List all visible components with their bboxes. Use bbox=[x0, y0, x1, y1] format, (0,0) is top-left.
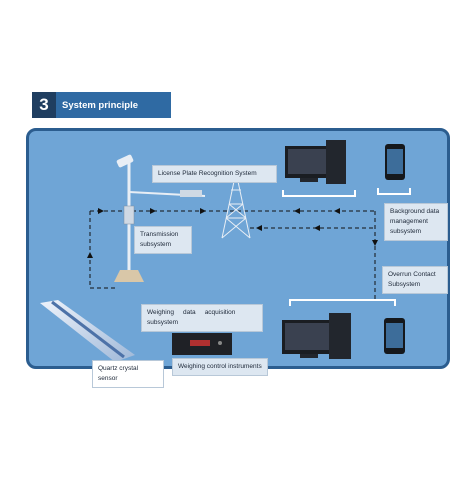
background-line-1: Background data bbox=[390, 208, 440, 215]
background-line-2: management bbox=[390, 218, 428, 225]
weighing-line-1: Weighing data acquisition bbox=[147, 309, 236, 316]
quartz-label: Quartz crystal sensor bbox=[92, 360, 164, 388]
arrow-heads bbox=[87, 208, 378, 258]
section-header: 3 System principle bbox=[32, 92, 171, 118]
control-label: Weighing control instruments bbox=[172, 358, 268, 376]
section-number: 3 bbox=[32, 92, 56, 118]
transmission-line-2: subsystem bbox=[140, 241, 172, 248]
overrun-label: Overrun Contact Subsystem bbox=[382, 266, 448, 294]
background-line-3: subsystem bbox=[390, 228, 422, 235]
mobile-phone-icon bbox=[384, 318, 405, 354]
lpr-label: License Plate Recognition System bbox=[152, 165, 277, 183]
transmission-label: Transmission subsystem bbox=[134, 226, 192, 254]
control-instrument-icon bbox=[172, 333, 232, 355]
desktop-computer-icon bbox=[285, 140, 346, 184]
road-sensor-icon bbox=[40, 300, 135, 362]
overrun-line-2: Subsystem bbox=[388, 281, 421, 288]
connection-lines bbox=[89, 210, 376, 300]
weighing-line-2: subsystem bbox=[147, 319, 179, 326]
street-pole-icon bbox=[114, 154, 206, 282]
section-title: System principle bbox=[56, 92, 171, 118]
overrun-line-1: Overrun Contact bbox=[388, 271, 436, 278]
lpr-label-text: License Plate Recognition System bbox=[158, 170, 257, 177]
quartz-label-text: Quartz crystal sensor bbox=[98, 365, 139, 382]
control-label-text: Weighing control instruments bbox=[178, 363, 262, 370]
desktop-computer-icon bbox=[282, 313, 351, 359]
background-label: Background data management subsystem bbox=[384, 203, 448, 241]
transmission-line-1: Transmission bbox=[140, 231, 179, 238]
white-brackets bbox=[282, 188, 411, 306]
mobile-phone-icon bbox=[385, 144, 405, 180]
weighing-label: Weighing data acquisition subsystem bbox=[141, 304, 263, 332]
